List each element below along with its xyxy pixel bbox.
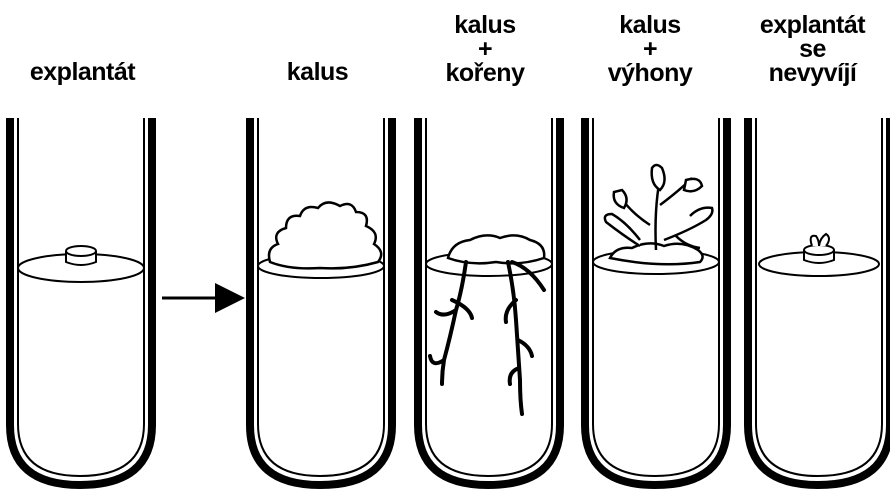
callus-mass (269, 202, 381, 268)
test-tube-explant (10, 118, 152, 485)
test-tube-callus (250, 118, 392, 485)
test-tube-callus-roots (418, 118, 560, 485)
root-right (506, 262, 544, 414)
shoots (605, 165, 713, 250)
callus-mass-small (448, 235, 544, 263)
test-tube-no-development (748, 118, 890, 485)
explant-piece-sprout (804, 234, 834, 263)
root-left (430, 262, 472, 384)
test-tube-callus-shoots (585, 118, 727, 485)
explant-piece (66, 246, 96, 265)
